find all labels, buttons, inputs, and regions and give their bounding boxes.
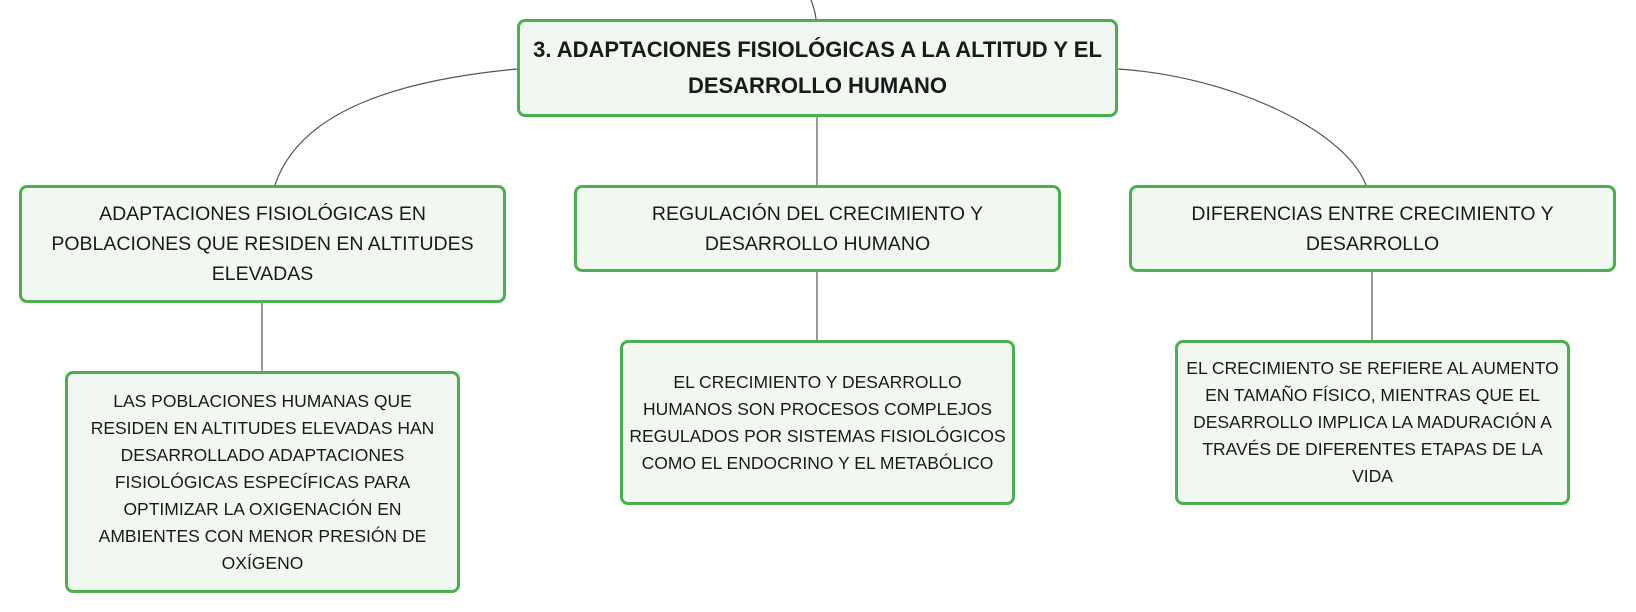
detail-node-3[interactable]: EL CRECIMIENTO SE REFIERE AL AUMENTO EN … [1175,340,1570,505]
incoming-connector [810,0,817,20]
detail-node-1-text: LAS POBLACIONES HUMANAS QUE RESIDEN EN A… [90,390,435,573]
root-node-label: 3. ADAPTACIONES FISIOLÓGICAS A LA ALTITU… [533,37,1102,98]
connector-root-to-branch-1 [274,68,518,186]
detail-node-2[interactable]: EL CRECIMIENTO Y DESARROLLO HUMANOS SON … [620,340,1015,505]
root-node[interactable]: 3. ADAPTACIONES FISIOLÓGICAS A LA ALTITU… [517,19,1118,117]
detail-node-1[interactable]: LAS POBLACIONES HUMANAS QUE RESIDEN EN A… [65,371,460,593]
branch-node-1[interactable]: ADAPTACIONES FISIOLÓGICAS EN POBLACIONES… [19,185,506,303]
branch-node-2[interactable]: REGULACIÓN DEL CRECIMIENTO Y DESARROLLO … [574,185,1061,272]
branch-node-2-label: REGULACIÓN DEL CRECIMIENTO Y DESARROLLO … [651,202,984,255]
branch-node-3[interactable]: DIFERENCIAS ENTRE CRECIMIENTO Y DESARROL… [1129,185,1616,272]
connector-root-to-branch-3 [1117,68,1367,186]
branch-node-1-label: ADAPTACIONES FISIOLÓGICAS EN POBLACIONES… [51,203,474,285]
detail-node-2-text: EL CRECIMIENTO Y DESARROLLO HUMANOS SON … [629,371,1006,473]
branch-node-3-label: DIFERENCIAS ENTRE CRECIMIENTO Y DESARROL… [1191,202,1554,255]
detail-node-3-text: EL CRECIMIENTO SE REFIERE AL AUMENTO EN … [1186,358,1559,486]
